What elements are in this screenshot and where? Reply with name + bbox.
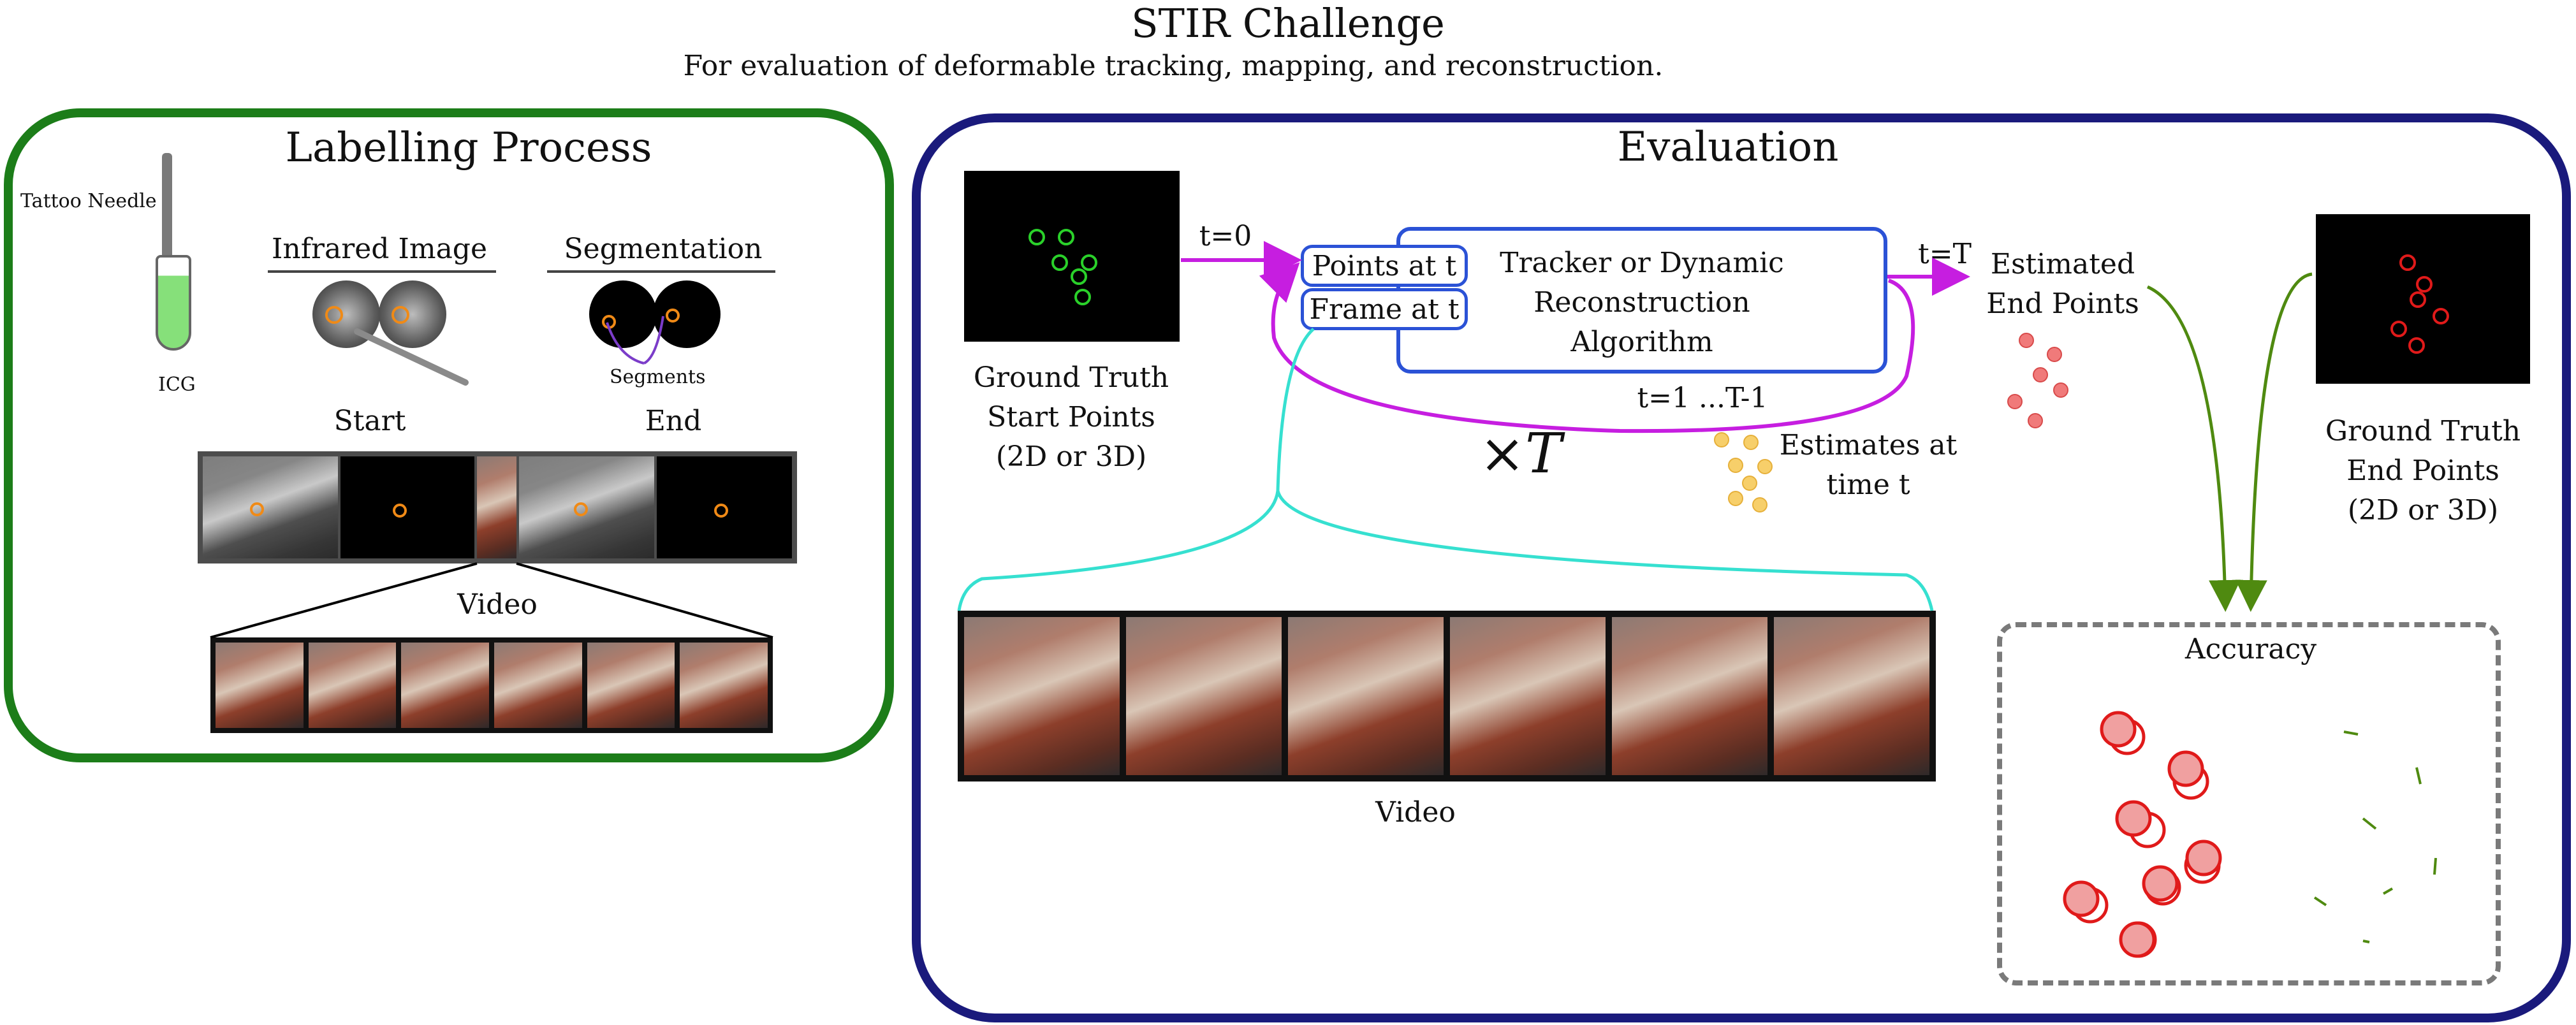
accuracy-box <box>1997 622 2501 985</box>
infrared-marker-left <box>325 306 343 324</box>
labelling-video-label: Video <box>457 588 538 621</box>
gt-end-line-1: Ground Truth <box>2325 415 2521 447</box>
estimates-at-line-2: time t <box>1826 469 1910 501</box>
gt-start-line-2: Start Points <box>987 401 1155 433</box>
evaluation-video-strip <box>958 611 1936 781</box>
gt-end-to-accuracy-arrow <box>2235 272 2313 612</box>
icg-label: ICG <box>158 374 196 396</box>
algorithm-line-2: Reconstruction <box>1533 286 1750 319</box>
frame-at-t-box: Frame at t <box>1301 288 1468 330</box>
segments-brace <box>606 316 664 365</box>
accuracy-label: Accuracy <box>2184 633 2317 665</box>
iteration-loop <box>1259 262 1915 433</box>
video-frame <box>1126 617 1282 775</box>
estimates-at-t-points <box>1714 432 1773 512</box>
estimated-end-line-1: Estimated <box>1990 248 2135 280</box>
video-frame <box>401 643 490 728</box>
gt-start-label: Ground Truth Start Points (2D or 3D) <box>944 358 1199 477</box>
segmentation-underline <box>547 270 775 273</box>
gt-end-line-3: (2D or 3D) <box>2347 494 2499 527</box>
tattoo-needle-label: Tattoo Needle <box>20 190 157 212</box>
video-frame <box>964 617 1120 775</box>
gt-end-label: Ground Truth End Points (2D or 3D) <box>2295 412 2550 530</box>
segmentation-image-right <box>653 280 721 348</box>
gt-start-points <box>1028 229 1097 305</box>
start-marker <box>250 502 264 516</box>
algorithm-line-3: Algorithm <box>1570 326 1713 358</box>
icg-vial-icon <box>156 255 191 351</box>
estimates-at-label: Estimates at time t <box>1773 426 1964 505</box>
start-seg-marker <box>393 504 407 518</box>
infrared-underline <box>268 270 496 273</box>
accuracy-estimated-circles <box>2063 711 2222 958</box>
video-frame <box>216 643 304 728</box>
algorithm-line-1: Tracker or Dynamic <box>1500 247 1784 279</box>
middle-frame-color <box>477 456 516 558</box>
video-frame <box>587 643 675 728</box>
labelling-video-strip <box>210 637 773 733</box>
estimated-end-line-2: End Points <box>1986 287 2139 320</box>
video-frame <box>1612 617 1767 775</box>
frame-brace <box>957 328 1934 611</box>
gt-start-image <box>964 171 1180 342</box>
video-frame <box>680 643 768 728</box>
algorithm-box: Tracker or Dynamic Reconstruction Algori… <box>1396 227 1887 374</box>
segmentation-label: Segmentation <box>564 233 763 265</box>
start-label: Start <box>333 405 406 437</box>
infrared-marker-right <box>392 306 409 324</box>
gt-end-points <box>2390 254 2449 354</box>
page-title: STIR Challenge <box>1131 0 1445 47</box>
gt-end-line-2: End Points <box>2346 454 2499 487</box>
gt-start-line-1: Ground Truth <box>973 361 1169 394</box>
needle-line <box>354 328 469 386</box>
end-marker <box>574 502 588 516</box>
end-label: End <box>645 405 702 437</box>
points-at-t-box: Points at t <box>1301 245 1468 287</box>
gt-end-image <box>2316 214 2530 384</box>
start-frame-segmented <box>340 456 474 558</box>
evaluation-video-label: Video <box>1375 796 1456 829</box>
page-subtitle: For evaluation of deformable tracking, m… <box>683 50 1664 82</box>
estimated-end-label: Estimated End Points <box>1977 245 2149 324</box>
labelling-title: Labelling Process <box>285 124 652 171</box>
end-seg-marker <box>714 504 728 518</box>
t-range-label: t=1 ...T-1 <box>1637 382 1768 414</box>
start-frame-gray <box>203 456 338 558</box>
video-frame <box>494 643 582 728</box>
video-fan-right <box>516 562 773 639</box>
video-frame <box>308 643 397 728</box>
estimated-to-accuracy-arrow <box>2146 285 2241 612</box>
estimated-end-points <box>2007 333 2068 428</box>
video-fan-left <box>210 562 478 639</box>
segments-label: Segments <box>610 366 706 388</box>
accuracy-error-arrows <box>2313 731 2437 943</box>
gt-start-line-3: (2D or 3D) <box>995 440 1147 473</box>
estimates-at-line-1: Estimates at <box>1779 429 1958 462</box>
infrared-image-label: Infrared Image <box>271 233 488 265</box>
video-frame <box>1774 617 1929 775</box>
segmentation-marker-right <box>666 309 680 323</box>
tattoo-needle-icon <box>162 153 172 268</box>
evaluation-title: Evaluation <box>1617 124 1839 171</box>
t0-label: t=0 <box>1199 220 1252 252</box>
video-frame <box>1450 617 1606 775</box>
segmentation-image-left <box>589 280 657 348</box>
times-T-label: ×T <box>1479 422 1562 486</box>
infrared-image-right <box>379 280 446 348</box>
video-frame <box>1288 617 1444 775</box>
